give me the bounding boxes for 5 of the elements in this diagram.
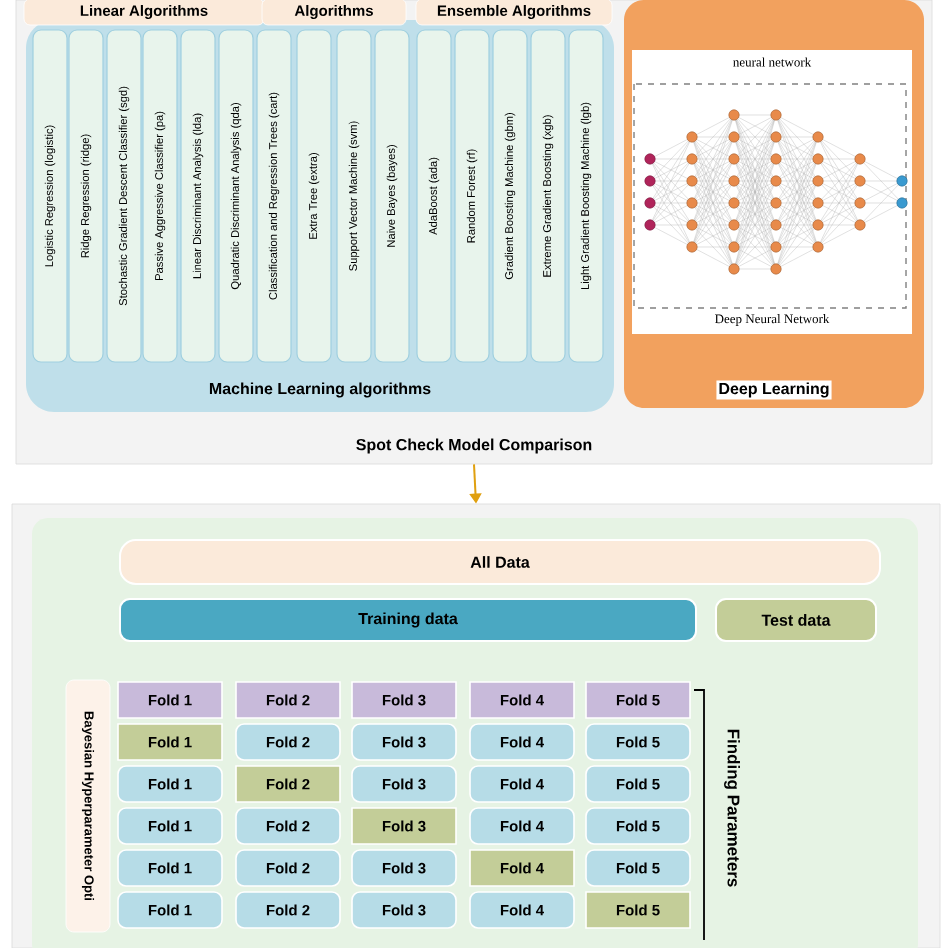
side-label: Finding Parameters bbox=[724, 729, 740, 887]
data-bar: Training data bbox=[119, 598, 697, 642]
data-bar: Test data bbox=[715, 598, 877, 642]
data-bar: All Data bbox=[119, 539, 881, 585]
title: Spot Check Model Comparison bbox=[356, 438, 592, 454]
